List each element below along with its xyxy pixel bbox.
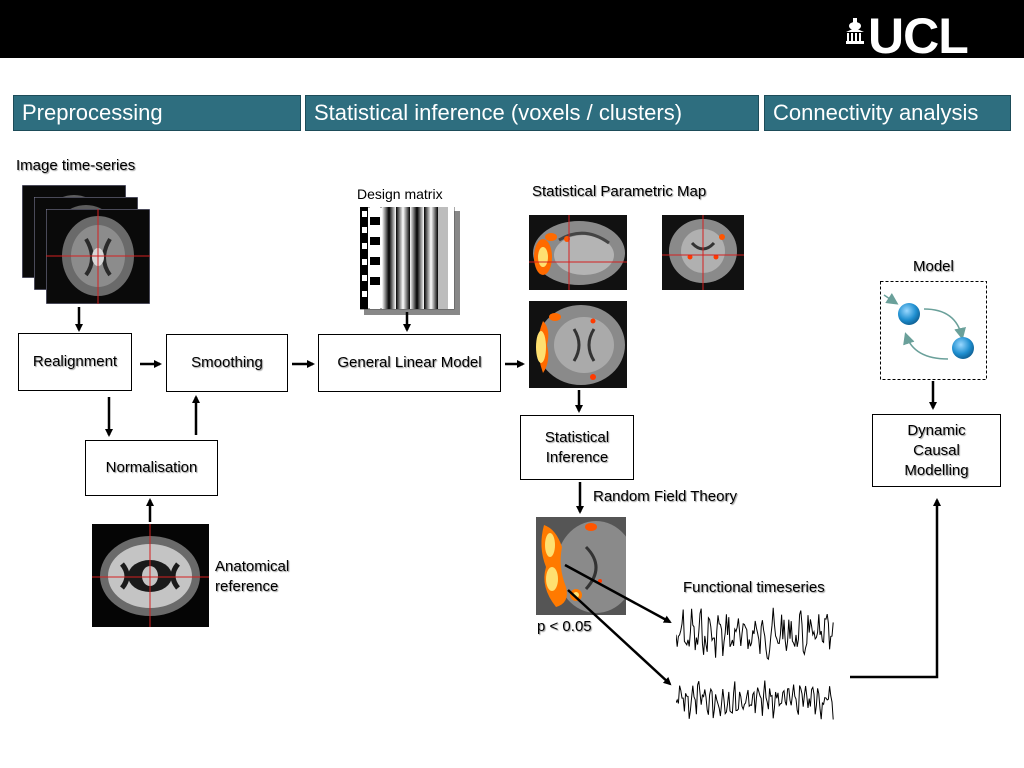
design-matrix-label: Design matrix bbox=[357, 186, 443, 202]
region-node-1 bbox=[898, 303, 920, 325]
ucl-logo: UCL bbox=[846, 8, 996, 64]
functional-timeseries-label: Functional timeseries bbox=[683, 579, 825, 596]
statistical-inference-label: Statistical Inference bbox=[544, 428, 610, 466]
model-label: Model bbox=[913, 258, 954, 275]
random-field-theory-label: Random Field Theory bbox=[593, 488, 737, 505]
functional-timeseries-plot bbox=[676, 607, 834, 720]
normalisation-box: Normalisation bbox=[85, 440, 218, 496]
dcm-label: Dynamic Causal Modelling bbox=[904, 421, 969, 479]
realignment-box: Realignment bbox=[18, 333, 132, 391]
region-node-2 bbox=[952, 337, 974, 359]
design-matrix-image bbox=[360, 207, 460, 315]
section-preprocessing: Preprocessing bbox=[13, 95, 301, 131]
logo-text: UCL bbox=[868, 8, 969, 64]
glm-label: General Linear Model bbox=[337, 354, 482, 371]
section-connectivity-analysis: Connectivity analysis bbox=[764, 95, 1011, 131]
image-time-series-label: Image time-series bbox=[16, 157, 136, 174]
normalisation-label: Normalisation bbox=[105, 459, 198, 476]
anatomical-reference-image bbox=[92, 524, 209, 627]
statistical-inference-box: Statistical Inference bbox=[520, 415, 634, 480]
dcm-box: Dynamic Causal Modelling bbox=[872, 414, 1001, 487]
arrow-timeseries-to-dcm bbox=[850, 498, 941, 679]
p-value-label: p < 0.05 bbox=[537, 618, 592, 635]
spm-sagittal-image bbox=[529, 215, 627, 290]
smoothing-box: Smoothing bbox=[166, 334, 288, 392]
model-diagram bbox=[880, 281, 987, 380]
glm-box: General Linear Model bbox=[318, 334, 501, 392]
anatomical-reference-label: Anatomical reference bbox=[215, 558, 290, 595]
smoothing-label: Smoothing bbox=[191, 354, 263, 371]
section-statistical-inference: Statistical inference (voxels / clusters… bbox=[305, 95, 759, 131]
spm-axial-image bbox=[529, 301, 627, 388]
portico-icon bbox=[846, 18, 864, 44]
realignment-label: Realignment bbox=[32, 353, 118, 370]
spm-coronal-image bbox=[662, 215, 744, 290]
spm-label: Statistical Parametric Map bbox=[532, 183, 707, 200]
timeseries-trace-2 bbox=[676, 680, 834, 720]
brain-scan-front bbox=[46, 209, 150, 304]
timeseries-trace-1 bbox=[676, 607, 834, 661]
thresholded-map-image bbox=[536, 517, 626, 615]
